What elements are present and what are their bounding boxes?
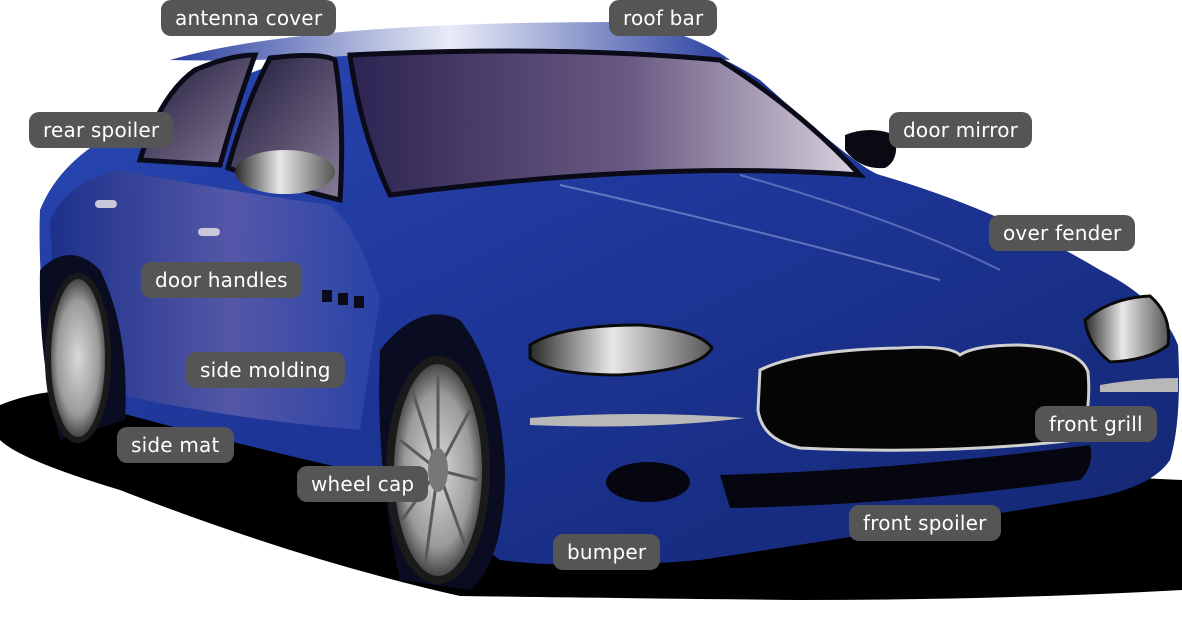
label-over-fender: over fender bbox=[989, 215, 1136, 251]
label-rear-spoiler: rear spoiler bbox=[29, 112, 174, 148]
label-side-molding: side molding bbox=[186, 352, 345, 388]
label-wheel-cap: wheel cap bbox=[297, 466, 429, 502]
near-mirror bbox=[235, 150, 335, 194]
label-front-spoiler: front spoiler bbox=[849, 505, 1001, 541]
headlight-left bbox=[528, 323, 714, 377]
lower-intake bbox=[720, 445, 1092, 508]
label-roof-bar: roof bar bbox=[609, 0, 718, 36]
far-mirror bbox=[845, 130, 897, 169]
headlight-right bbox=[1083, 294, 1171, 364]
windshield bbox=[347, 48, 867, 198]
label-front-grill: front grill bbox=[1035, 406, 1157, 442]
label-bumper: bumper bbox=[553, 534, 661, 570]
label-antenna-cover: antenna cover bbox=[161, 0, 337, 36]
label-side-mat: side mat bbox=[117, 427, 234, 463]
grill bbox=[756, 343, 1091, 452]
rear-wheel bbox=[45, 273, 111, 443]
label-door-mirror: door mirror bbox=[889, 112, 1033, 148]
label-door-handles: door handles bbox=[141, 262, 302, 298]
